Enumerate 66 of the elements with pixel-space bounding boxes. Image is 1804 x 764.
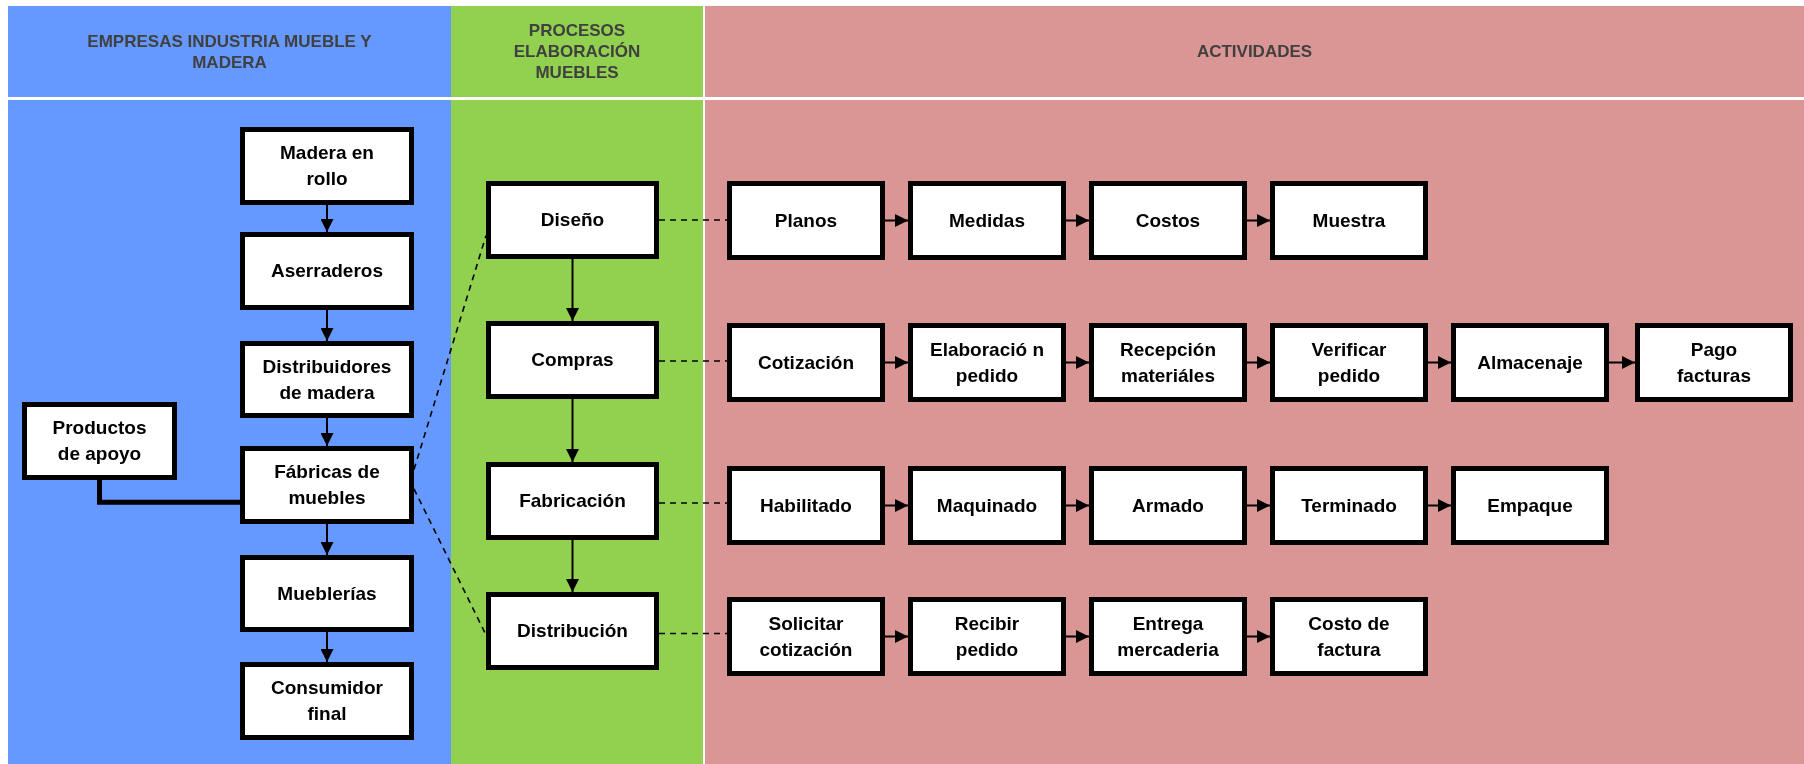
process-box: Empaque: [1451, 466, 1609, 545]
column-header: ACTIVIDADES: [705, 6, 1804, 97]
arrow: [1065, 214, 1090, 227]
arrow: [1246, 214, 1271, 227]
connector-line: [97, 480, 240, 505]
process-box: Fábricas de muebles: [240, 446, 414, 524]
arrow: [1608, 356, 1636, 369]
dashed-connector: [658, 360, 728, 362]
process-box: Maquinado: [908, 466, 1066, 545]
process-box: Costo de factura: [1270, 597, 1428, 676]
process-box: Consumidor final: [240, 662, 414, 740]
arrow: [1427, 356, 1452, 369]
process-box: Fabricación: [486, 462, 659, 540]
process-box: Almacenaje: [1451, 323, 1609, 402]
arrow: [320, 523, 334, 556]
column-panel: [8, 100, 451, 764]
dashed-connector: [658, 632, 728, 635]
arrow: [1427, 499, 1452, 512]
process-box: Recibir pedido: [908, 597, 1066, 676]
process-box: Cotización: [727, 323, 885, 402]
process-box: Armado: [1089, 466, 1247, 545]
process-box: Habilitado: [727, 466, 885, 545]
process-box: Costos: [1089, 181, 1247, 260]
process-box: Aserraderos: [240, 232, 414, 310]
arrow: [884, 499, 909, 512]
dashed-connector: [413, 234, 487, 471]
process-box: Distribución: [486, 592, 659, 670]
process-box: Madera en rollo: [240, 127, 414, 205]
process-box: Terminado: [1270, 466, 1428, 545]
column-panel: [705, 100, 1804, 764]
arrow: [320, 417, 334, 447]
process-box: Solicitar cotización: [727, 597, 885, 676]
process-box: Planos: [727, 181, 885, 260]
process-box: Compras: [486, 321, 659, 399]
arrow: [1246, 630, 1271, 643]
column-header: PROCESOS ELABORACIÓN MUEBLES: [451, 6, 703, 97]
arrow: [566, 258, 579, 322]
column-panel: [451, 100, 703, 764]
arrow: [884, 630, 909, 643]
process-box: Distribuidores de madera: [240, 341, 414, 418]
process-box: Pago facturas: [1635, 323, 1793, 402]
dashed-connector: [658, 219, 728, 221]
process-box: Mueblerías: [240, 555, 414, 632]
column-header: EMPRESAS INDUSTRIA MUEBLE Y MADERA: [8, 6, 451, 97]
arrow: [884, 214, 909, 227]
dashed-connector: [658, 502, 728, 504]
arrow: [320, 631, 334, 663]
arrow: [1065, 356, 1090, 369]
process-box: Diseño: [486, 181, 659, 259]
arrow: [1065, 630, 1090, 643]
arrow: [1246, 499, 1271, 512]
dashed-connector: [413, 488, 487, 636]
process-box: Productos de apoyo: [22, 402, 177, 480]
arrow: [884, 356, 909, 369]
arrow: [566, 539, 579, 593]
arrow: [1246, 356, 1271, 369]
process-box: Recepción materiáles: [1089, 323, 1247, 402]
process-box: Elaboració n pedido: [908, 323, 1066, 402]
process-box: Medidas: [908, 181, 1066, 260]
process-box: Verificar pedido: [1270, 323, 1428, 402]
arrow: [320, 204, 334, 233]
arrow: [1065, 499, 1090, 512]
process-box: Muestra: [1270, 181, 1428, 260]
arrow: [566, 398, 579, 463]
process-box: Entrega mercaderia: [1089, 597, 1247, 676]
arrow: [320, 309, 334, 342]
